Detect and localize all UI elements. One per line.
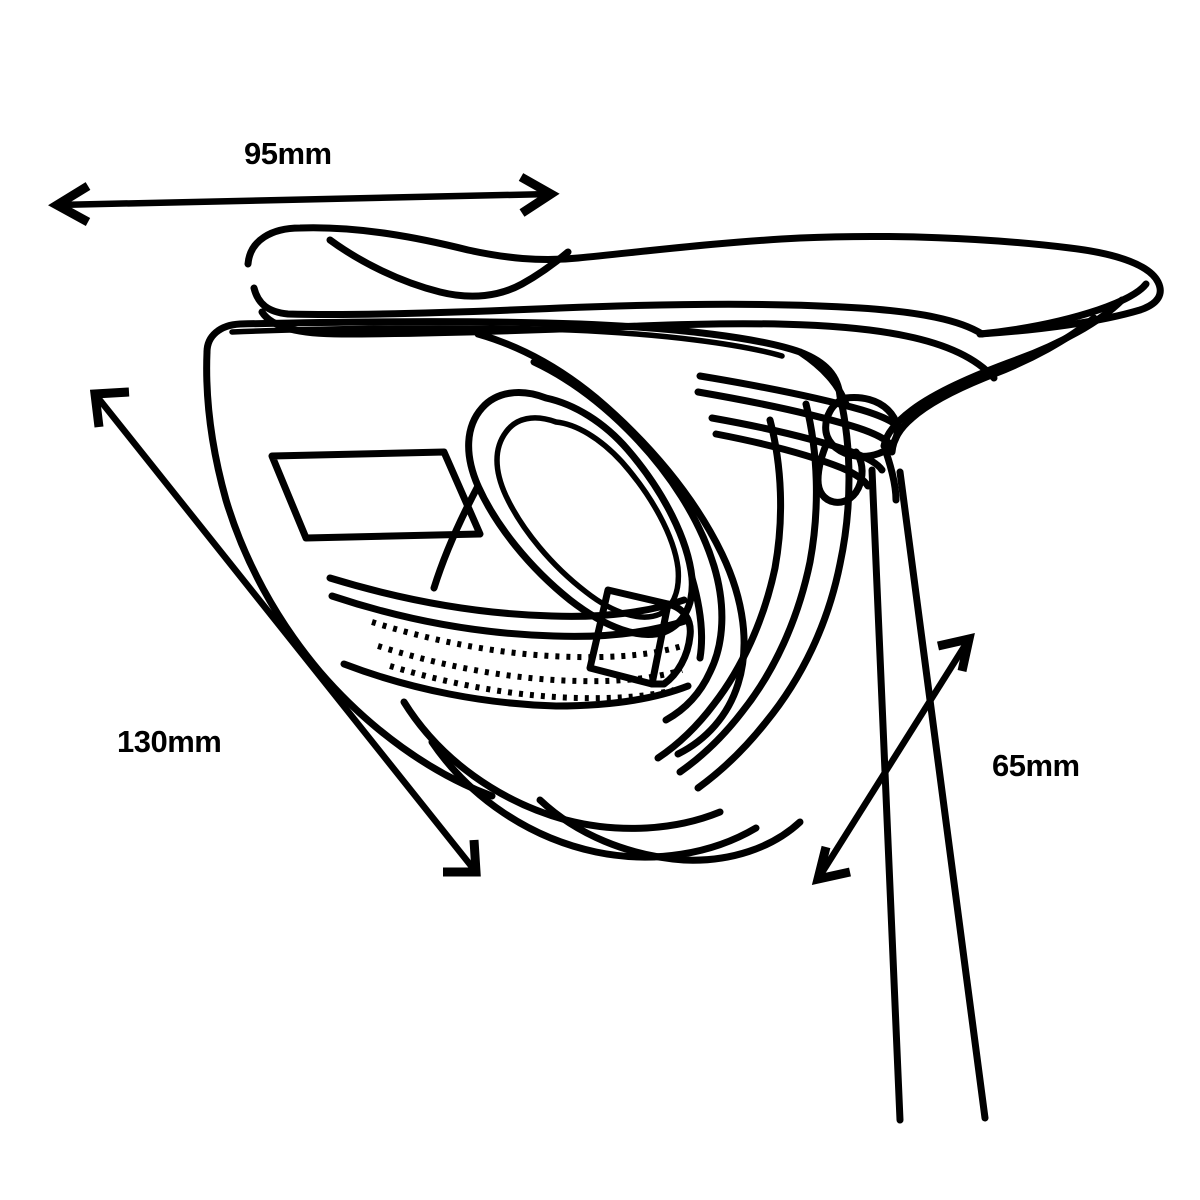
- strap-cross-down: [688, 574, 706, 662]
- dimension-arrow-depth: [811, 633, 975, 885]
- saddle-bag-group: [203, 318, 853, 864]
- dimension-label-width: 95mm: [244, 136, 332, 171]
- bag-left-edge: [203, 348, 496, 800]
- length-arrow-head-top: [89, 387, 130, 428]
- strap-loop-group: [430, 330, 748, 758]
- strap-band-bottom-edge: [340, 660, 692, 710]
- strap-band-second-edge: [328, 592, 692, 640]
- saddle-lower-edge: [250, 284, 986, 338]
- depth-arrow-head-bottom: [811, 845, 851, 885]
- dimension-label-length: 130mm: [117, 724, 222, 759]
- width-arrow-shaft: [56, 190, 552, 209]
- bag-right-band-middle: [676, 400, 820, 776]
- reflective-panel: [268, 448, 484, 542]
- saddle-nose-crease: [326, 236, 572, 300]
- seatpost-left-edge: [868, 466, 904, 1124]
- bag-label-panel-group: [268, 448, 484, 542]
- bag-bottom-outer: [428, 738, 760, 861]
- bag-right-shoulder: [796, 348, 850, 408]
- strap-loop-outer: [474, 330, 748, 758]
- dimension-arrow-width: [48, 173, 560, 226]
- saddle-rail-upper-b: [694, 388, 894, 448]
- length-arrow-shaft: [92, 391, 479, 875]
- width-arrow-head-right: [518, 173, 560, 217]
- depth-arrow-shaft: [815, 637, 972, 881]
- width-arrow-head-left: [48, 182, 91, 226]
- strap-texture-row-1: [371, 619, 683, 661]
- strap-band-group: [326, 574, 694, 710]
- bag-right-band-outer: [694, 392, 853, 792]
- bag-top-seam: [229, 325, 785, 359]
- dimension-label-depth: 65mm: [992, 748, 1080, 783]
- saddle-clamp-body: [822, 394, 901, 460]
- dimension-arrow-length: [89, 387, 481, 877]
- saddle-skirt: [882, 448, 900, 504]
- bag-bottom-outermost: [536, 796, 804, 864]
- length-arrow-head-bottom: [443, 839, 481, 877]
- strap-loop-inner: [530, 358, 726, 724]
- strap-buckle-outer: [648, 600, 694, 688]
- strap-band-top-edge: [326, 574, 688, 620]
- saddle-top-outline: [244, 224, 1164, 338]
- bag-right-band-inner: [654, 416, 785, 762]
- seatpost-right-edge: [896, 468, 989, 1122]
- depth-arrow-head-top: [937, 633, 975, 672]
- strap-tail-left: [430, 482, 482, 592]
- saddle-group: [244, 224, 1164, 506]
- saddle-tail-upper: [976, 280, 1150, 338]
- seatpost-group: [868, 466, 989, 1124]
